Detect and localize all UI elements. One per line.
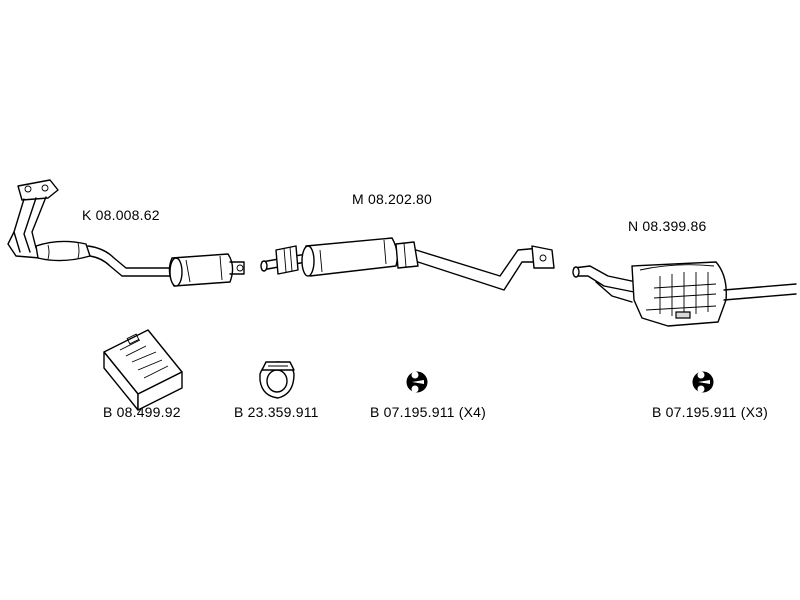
rubber-hanger-rear-code: B 07.195.911 (X3) xyxy=(652,404,768,420)
rubber-hanger-middle-code: B 07.195.911 (X4) xyxy=(370,404,486,420)
front-pipe-code: K 08.008.62 xyxy=(82,207,160,223)
mounting-kit-drawing xyxy=(103,329,183,411)
clamp-code: B 23.359.911 xyxy=(234,404,319,420)
rubber-hanger-middle-drawing xyxy=(406,371,428,393)
front-pipe-drawing xyxy=(7,179,245,287)
middle-silencer-code: M 08.202.80 xyxy=(352,191,433,207)
clamp-drawing xyxy=(259,361,295,399)
rear-silencer-code: N 08.399.86 xyxy=(628,218,707,234)
rubber-hanger-rear-drawing xyxy=(692,371,714,393)
middle-silencer-drawing xyxy=(260,237,555,291)
mounting-kit-code: B 08.499.92 xyxy=(103,404,181,420)
rear-silencer-drawing xyxy=(572,261,797,327)
